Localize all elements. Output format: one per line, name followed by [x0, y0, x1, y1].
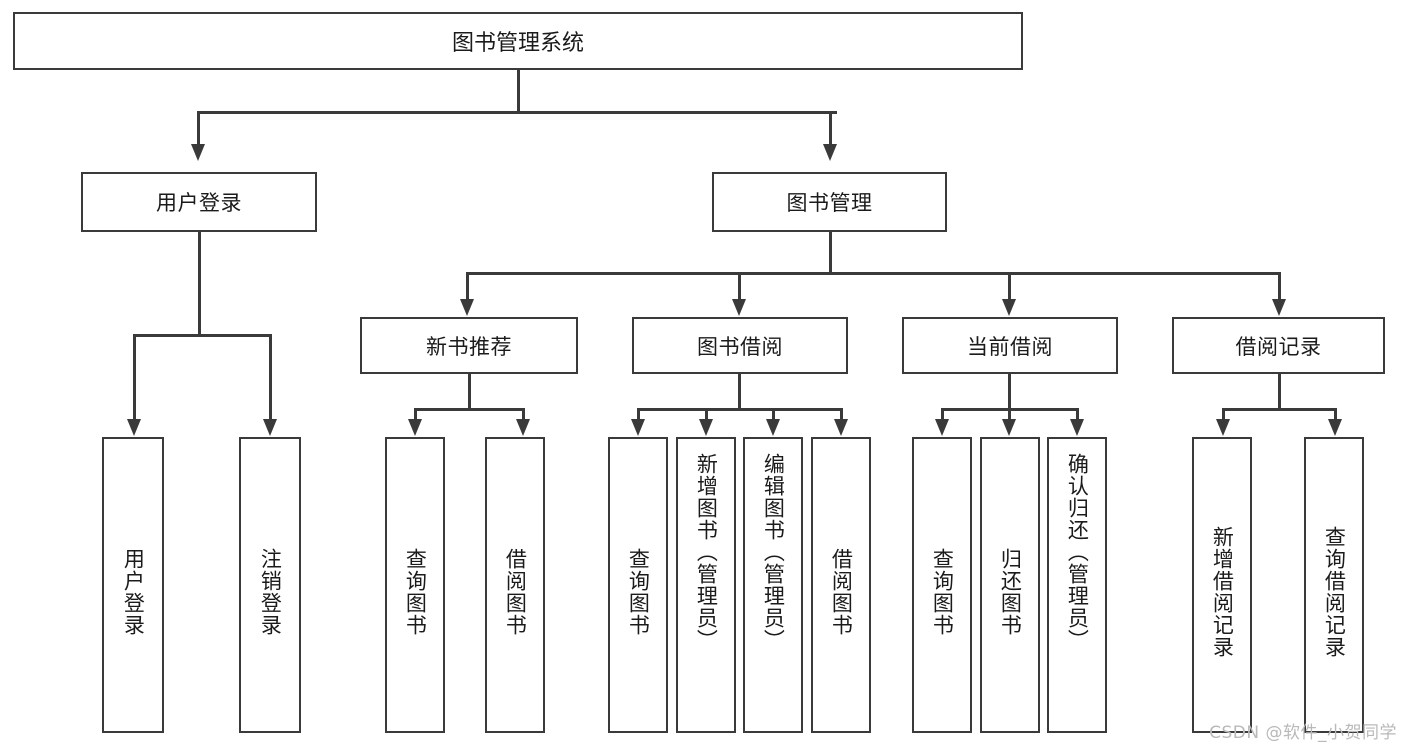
node-book-borrow[interactable]: 图书借阅: [632, 317, 848, 374]
edge-nbr-bar: [414, 408, 522, 411]
leaf-current-borrow-1[interactable]: 查询图书: [912, 437, 972, 733]
edge-bb-bar: [637, 408, 840, 411]
node-label: 图书管理系统: [451, 31, 584, 56]
arrow-bb-leaf-2: [699, 419, 713, 436]
edge-cb-drop-1: [941, 408, 944, 422]
node-label: 用户登录: [121, 548, 146, 636]
leaf-book-borrow-3[interactable]: 编辑图书（管理员）: [743, 437, 803, 733]
arrow-to-new-book-recommend: [460, 299, 474, 316]
edge-cb-drop-2: [1008, 408, 1011, 422]
arrow-cb-leaf-3: [1070, 419, 1084, 436]
csdn-watermark: CSDN @软件_小贺同学: [1209, 723, 1397, 743]
node-label: 借阅图书: [503, 548, 528, 636]
edge-user-login-drop-2: [269, 334, 272, 420]
arrow-br-leaf-1: [1216, 419, 1230, 436]
arrow-bb-leaf-1: [631, 419, 645, 436]
arrow-bb-leaf-4: [834, 419, 848, 436]
arrow-br-leaf-2: [1328, 419, 1342, 436]
arrow-cb-leaf-1: [935, 419, 949, 436]
edge-book-mgmt-bar: [466, 272, 1278, 275]
leaf-current-borrow-2[interactable]: 归还图书: [980, 437, 1040, 733]
node-label: 新书推荐: [426, 334, 512, 359]
edge-book-mgmt-drop-2: [738, 272, 741, 300]
edge-br-stem: [1278, 374, 1281, 410]
node-borrow-record[interactable]: 借阅记录: [1172, 317, 1385, 374]
leaf-book-borrow-1[interactable]: 查询图书: [608, 437, 668, 733]
edge-bb-drop-1: [637, 408, 640, 422]
edge-cb-drop-3: [1076, 408, 1079, 422]
edge-br-drop-1: [1222, 408, 1225, 422]
node-new-book-recommend[interactable]: 新书推荐: [360, 317, 578, 374]
edge-nbr-drop-2: [522, 408, 525, 422]
edge-bb-stem: [738, 374, 741, 410]
edge-root-stem: [517, 70, 520, 112]
leaf-book-borrow-2[interactable]: 新增图书（管理员）: [676, 437, 736, 733]
leaf-borrow-record-2[interactable]: 查询借阅记录: [1304, 437, 1364, 733]
node-label: 注销登录: [258, 548, 283, 636]
edge-book-mgmt-drop-3: [1008, 272, 1011, 300]
node-label: 借阅图书: [829, 548, 854, 636]
node-label: 查询借阅记录: [1322, 526, 1347, 658]
node-label: 图书借阅: [697, 334, 783, 359]
edge-root-to-book-mgmt: [829, 111, 832, 145]
arrow-root-to-book-mgmt: [823, 144, 837, 161]
edge-user-login-drop-1: [133, 334, 136, 420]
node-book-management[interactable]: 图书管理: [712, 172, 947, 232]
leaf-user-login-1[interactable]: 用户登录: [102, 437, 164, 733]
node-label: 借阅记录: [1235, 334, 1322, 359]
edge-br-bar: [1222, 408, 1334, 411]
node-label: 确认归还（管理员）: [1065, 453, 1090, 651]
node-label: 查询图书: [930, 548, 955, 636]
node-label: 用户登录: [156, 191, 242, 215]
leaf-user-login-2[interactable]: 注销登录: [239, 437, 301, 733]
leaf-book-borrow-4[interactable]: 借阅图书: [811, 437, 871, 733]
arrow-to-current-borrow: [1002, 299, 1016, 316]
node-label: 查询图书: [403, 548, 428, 636]
edge-bb-drop-2: [705, 408, 708, 422]
node-root-system[interactable]: 图书管理系统: [13, 12, 1023, 70]
leaf-new-book-recommend-1[interactable]: 查询图书: [385, 437, 445, 733]
arrow-user-login-leaf-2: [263, 419, 277, 436]
edge-root-bar: [197, 111, 837, 114]
edge-book-mgmt-drop-1: [466, 272, 469, 300]
leaf-borrow-record-1[interactable]: 新增借阅记录: [1192, 437, 1252, 733]
edge-cb-stem: [1008, 374, 1011, 410]
leaf-new-book-recommend-2[interactable]: 借阅图书: [485, 437, 545, 733]
edge-book-mgmt-stem: [829, 232, 832, 274]
node-current-borrow[interactable]: 当前借阅: [902, 317, 1118, 374]
node-label: 当前借阅: [967, 334, 1053, 359]
node-label: 新增图书（管理员）: [694, 453, 719, 651]
node-label: 查询图书: [626, 548, 651, 636]
arrow-bb-leaf-3: [766, 419, 780, 436]
edge-user-login-stem: [198, 232, 201, 336]
edge-br-drop-2: [1334, 408, 1337, 422]
arrow-to-book-borrow: [732, 299, 746, 316]
edge-bb-drop-4: [840, 408, 843, 422]
edge-root-to-user-login: [197, 111, 200, 145]
arrow-user-login-leaf-1: [127, 419, 141, 436]
arrow-nbr-leaf-1: [408, 419, 422, 436]
arrow-to-borrow-record: [1272, 299, 1286, 316]
node-label: 编辑图书（管理员）: [761, 453, 786, 651]
edge-user-login-bar: [133, 334, 271, 337]
edge-nbr-drop-1: [414, 408, 417, 422]
arrow-root-to-user-login: [191, 144, 205, 161]
node-user-login[interactable]: 用户登录: [81, 172, 317, 232]
edge-bb-drop-3: [772, 408, 775, 422]
arrow-cb-leaf-2: [1002, 419, 1016, 436]
node-label: 新增借阅记录: [1210, 526, 1235, 658]
node-label: 图书管理: [786, 191, 873, 215]
node-label: 归还图书: [998, 548, 1023, 636]
arrow-nbr-leaf-2: [516, 419, 530, 436]
leaf-current-borrow-3[interactable]: 确认归还（管理员）: [1047, 437, 1107, 733]
edge-nbr-stem: [468, 374, 471, 410]
edge-book-mgmt-drop-4: [1278, 272, 1281, 300]
